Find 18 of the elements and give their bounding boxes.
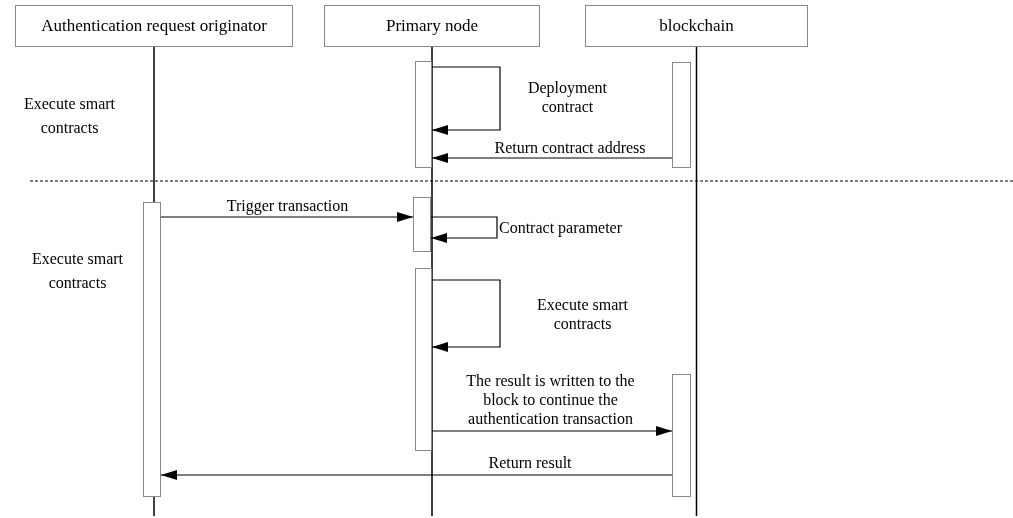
activation-bar	[672, 62, 691, 168]
message-arrow	[431, 66, 501, 135]
message-arrow	[431, 153, 673, 163]
activation-bar	[413, 197, 431, 252]
activation-bar	[672, 374, 691, 497]
message-arrow	[160, 212, 414, 222]
phase-label: Execute smart contracts	[30, 249, 125, 293]
participant-box: blockchain	[585, 5, 808, 47]
message-arrow	[430, 216, 498, 243]
activation-bar	[415, 268, 432, 451]
activation-bar	[143, 202, 161, 497]
message-arrow	[431, 426, 673, 436]
participant-box: Primary node	[324, 5, 540, 47]
participant-box: Authentication request originator	[15, 5, 293, 47]
message-arrow	[431, 279, 501, 352]
phase-label: Execute smart contracts	[22, 94, 117, 138]
message-arrow	[160, 470, 673, 480]
activation-bar	[415, 61, 432, 168]
